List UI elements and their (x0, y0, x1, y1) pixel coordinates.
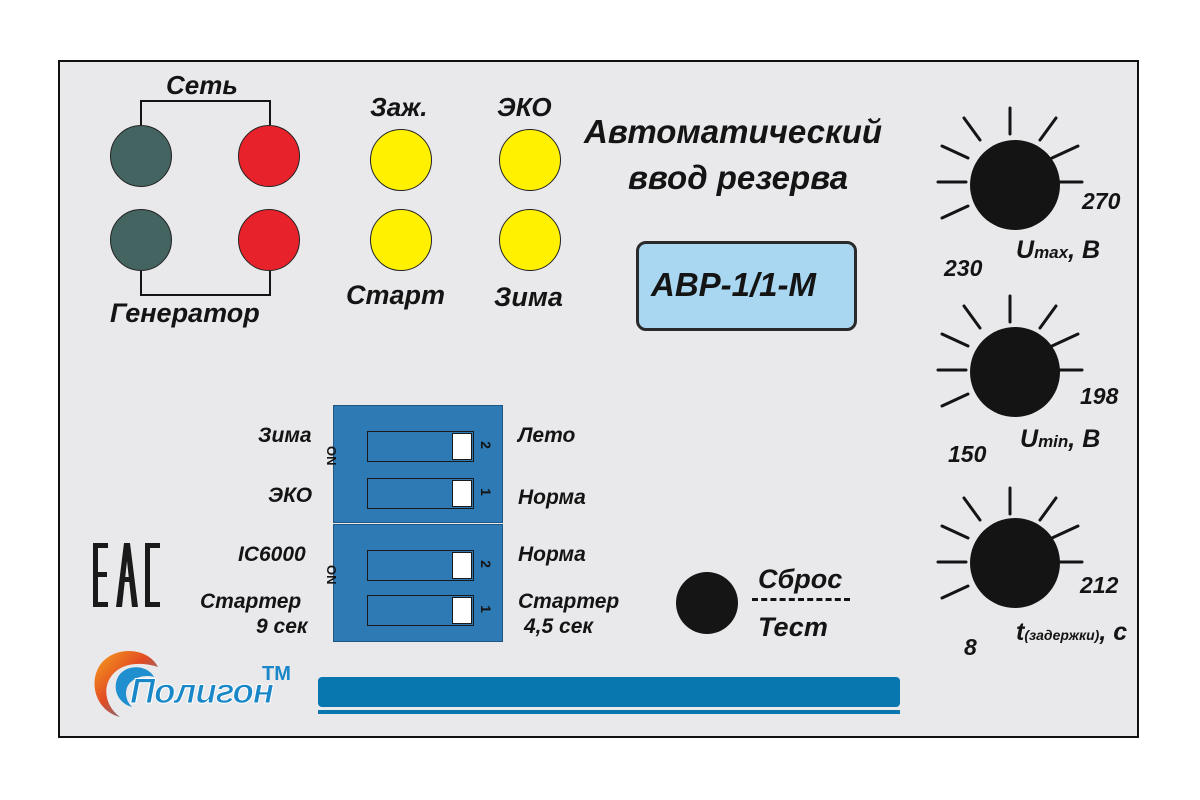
delay-knob-ticks (936, 486, 1084, 600)
network-led-red (238, 125, 300, 187)
dip-label-winter: Зима (258, 424, 312, 447)
umax-knob[interactable] (970, 140, 1060, 230)
model-box: АВР-1/1-М (636, 241, 857, 331)
winter-label: Зима (494, 282, 563, 312)
dip-switch-1-1[interactable] (367, 478, 474, 509)
dip-label-ic6000: IC6000 (238, 543, 306, 566)
umax-min-value: 230 (944, 255, 983, 281)
eac-certification-logo (93, 543, 160, 607)
reset-test-button[interactable] (676, 572, 738, 634)
reset-test-divider (752, 598, 850, 601)
umin-knob[interactable] (970, 327, 1060, 417)
dip-number: 1 (477, 605, 494, 613)
brand-trademark: TM (262, 663, 291, 685)
dip-label-summer: Лето (518, 424, 576, 447)
model-label: АВР-1/1-М (651, 266, 817, 303)
dip-slider[interactable] (452, 597, 472, 624)
umax-max-value: 270 (1082, 188, 1121, 214)
reset-label: Сброс (758, 564, 843, 594)
umin-max-value: 198 (1080, 383, 1119, 409)
network-led-green (110, 125, 172, 187)
brand-swirl-icon (94, 650, 158, 717)
dip-label-starter-45: Стартер (518, 590, 620, 613)
delay-min-value: 8 (964, 634, 977, 660)
generator-wire-right (269, 271, 271, 296)
generator-led-red (238, 209, 300, 271)
brand-bar (318, 677, 900, 707)
eco-led (499, 129, 561, 191)
dip-label-normal-2: Норма (518, 543, 586, 566)
network-wire-left (140, 100, 142, 125)
generator-wire-left (140, 271, 142, 296)
generator-wire (140, 294, 271, 296)
eco-label: ЭКО (497, 92, 552, 122)
dip-on-label-2: ON (324, 565, 339, 585)
title-line2: ввод резерва (628, 159, 849, 196)
dip-number: 1 (477, 488, 494, 496)
dip-slider[interactable] (452, 480, 472, 507)
dip-switch-block-2: ON 2 1 (324, 524, 503, 642)
dip-slider[interactable] (452, 552, 472, 579)
umin-min-value: 150 (948, 441, 987, 467)
dip-switch-block-1: ON 2 1 (324, 405, 503, 523)
umin-knob-ticks (936, 294, 1084, 408)
ignition-led (370, 129, 432, 191)
start-led (370, 209, 432, 271)
dip-number: 2 (477, 441, 494, 449)
dip-label-starter-9: Стартер (200, 590, 302, 613)
dip-switch-1-2[interactable] (367, 431, 474, 462)
ignition-label: Заж. (370, 92, 428, 122)
network-wire (140, 100, 271, 102)
brand-underline (318, 710, 900, 714)
network-label: Сеть (166, 70, 238, 100)
generator-label: Генератор (110, 298, 260, 328)
brand-name: Полигон (129, 672, 274, 712)
dip-label-normal-1: Норма (518, 486, 586, 509)
title-line1: Автоматический (584, 113, 883, 150)
dip-slider[interactable] (452, 433, 472, 460)
dip-label-starter-45-time: 4,5 сек (524, 615, 594, 638)
delay-label: t(задержки), с (1016, 618, 1128, 646)
dip-on-label-1: ON (324, 446, 339, 466)
test-label: Тест (758, 612, 828, 642)
start-label: Старт (346, 280, 446, 310)
umax-knob-ticks (936, 106, 1084, 220)
dip-switch-2-2[interactable] (367, 550, 474, 581)
dip-label-eco: ЭКО (268, 484, 313, 507)
umax-label: Umax, В (1016, 236, 1101, 264)
umin-label: Umin, В (1020, 425, 1101, 453)
delay-knob[interactable] (970, 518, 1060, 608)
dip-switch-2-1[interactable] (367, 595, 474, 626)
dip-number: 2 (477, 560, 494, 568)
dip-label-starter-9-time: 9 сек (256, 615, 308, 638)
delay-max-value: 212 (1080, 572, 1119, 598)
generator-led-green (110, 209, 172, 271)
network-wire-right (269, 100, 271, 125)
winter-led (499, 209, 561, 271)
